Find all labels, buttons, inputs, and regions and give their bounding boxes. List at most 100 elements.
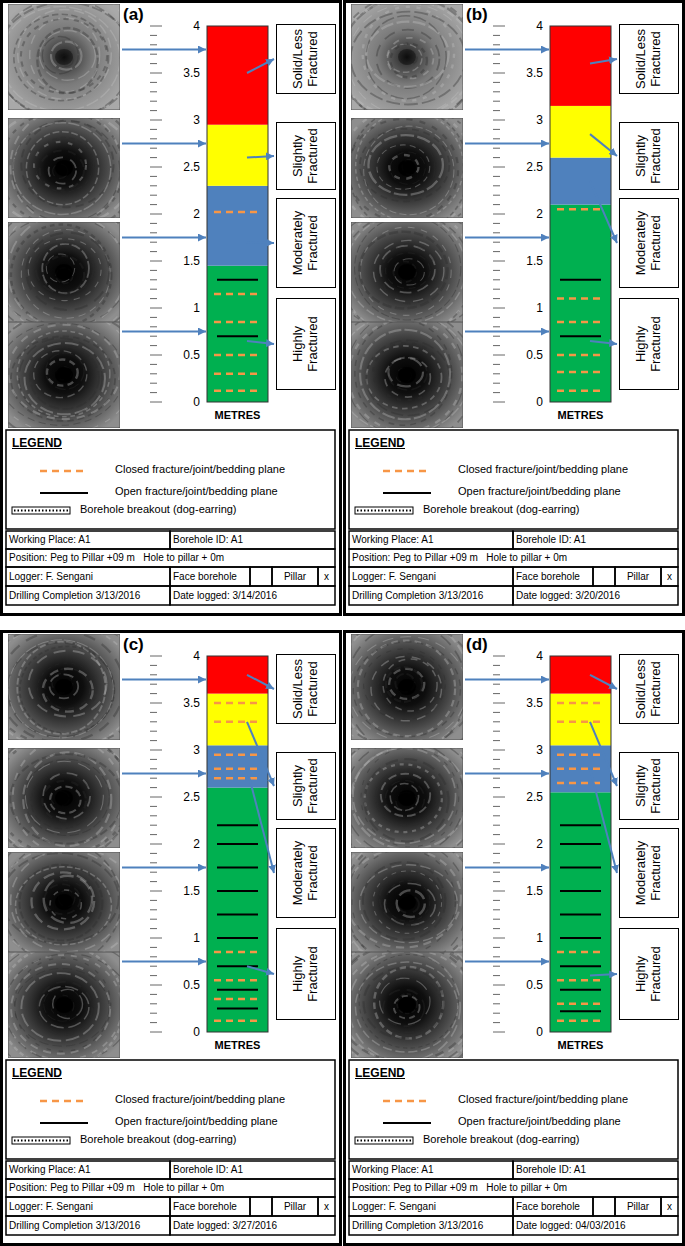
scale-tick: [493, 289, 500, 290]
legend-sample: [357, 1140, 411, 1142]
fracture-zone: [550, 26, 611, 106]
legend-box: [6, 1060, 335, 1159]
scale-tick: [150, 966, 157, 967]
info-cell: Drilling Completion 3/13/2016: [9, 1216, 167, 1235]
borehole-photo: [8, 322, 120, 428]
info-cell: Date logged: 3/14/2016: [173, 586, 332, 605]
closed-fracture: [214, 721, 261, 724]
closed-fracture: [557, 721, 604, 724]
scale-tick: [493, 355, 505, 356]
scale-tick: [493, 120, 505, 121]
fracture-class-box: Solid/Less Fractured: [276, 654, 336, 724]
class-arrow: [590, 769, 617, 873]
info-cell: Borehole ID: A1: [516, 1161, 675, 1179]
fracture-class-label: Solid/Less Fractured: [291, 28, 321, 90]
scale-number: 1: [160, 931, 200, 945]
scale-tick: [150, 345, 157, 346]
closed-fracture: [557, 321, 604, 324]
scale-tick: [493, 712, 500, 713]
scale-tick: [493, 26, 505, 27]
info-cell-border: [170, 1161, 335, 1179]
scale-tick: [493, 82, 500, 83]
scale-number: 0: [160, 1025, 200, 1039]
borehole-photo: [351, 748, 463, 848]
fracture-class-box: Solid/Less Fractured: [276, 24, 336, 94]
fracture-class-label: Solid/Less Fractured: [291, 658, 321, 720]
scale-number: 2.5: [503, 790, 543, 804]
scale-tick: [150, 148, 157, 149]
scale-tick: [493, 44, 500, 45]
scale-tick: [150, 721, 157, 722]
scale-tick: [150, 750, 162, 751]
open-fracture: [217, 989, 258, 991]
panel-frame: (d)Solid/Less FracturedSlightly Fracture…: [343, 630, 685, 1246]
scale-tick: [150, 91, 157, 92]
scale-tick: [493, 665, 500, 666]
class-arrow: [590, 181, 617, 243]
scale-tick: [493, 157, 500, 158]
info-cell-border: [272, 1197, 318, 1216]
panel-label: (c): [123, 635, 144, 655]
scale-tick: [493, 994, 500, 995]
photo-arrow: [465, 961, 549, 963]
fracture-class-box: Highly Fractured: [276, 298, 336, 390]
scale-number: 3.5: [160, 66, 200, 80]
legend-sample: [383, 1100, 431, 1103]
panel-frame: (b)Solid/Less FracturedSlightly Fracture…: [343, 0, 685, 616]
photo-arrow: [465, 773, 549, 775]
info-cell-border: [170, 1197, 250, 1216]
borehole-photo: [8, 748, 120, 848]
fracture-class-label: Slightly Fractured: [634, 126, 664, 186]
legend-text: Borehole breakout (dog-earring): [80, 1133, 237, 1145]
info-cell-border: [272, 567, 318, 586]
legend-text: Borehole breakout (dog-earring): [423, 503, 580, 515]
info-cell-border: [6, 1161, 170, 1179]
fracture-zone: [207, 26, 268, 125]
info-cell: Face borehole: [516, 567, 590, 586]
scale-tick: [150, 731, 157, 732]
scale-tick: [150, 674, 157, 675]
borehole-column: [550, 26, 611, 402]
scale-tick: [150, 63, 157, 64]
scale-tick: [150, 392, 157, 393]
scale-tick: [493, 900, 500, 901]
scale-number: 3.5: [160, 696, 200, 710]
scale-tick: [150, 383, 157, 384]
legend-text: Closed fracture/joint/bedding plane: [115, 1093, 285, 1105]
info-cell-border: [6, 1179, 335, 1197]
scale-tick: [150, 364, 157, 365]
scale-number: 3: [160, 113, 200, 127]
photo-arrow: [122, 237, 206, 239]
fracture-class-label: Highly Fractured: [291, 302, 321, 386]
class-arrow: [247, 675, 274, 689]
scale-tick: [150, 336, 157, 337]
scale-tick: [493, 167, 505, 168]
scale-tick: [150, 1032, 162, 1033]
scale-tick: [150, 129, 157, 130]
scale-tick: [493, 740, 500, 741]
legend-heading: LEGEND: [355, 1066, 405, 1080]
scale-tick: [150, 787, 157, 788]
scale-tick: [493, 204, 500, 205]
scale-number: 1.5: [160, 254, 200, 268]
fracture-class-box: Slightly Fractured: [619, 122, 679, 190]
fracture-zone: [550, 106, 611, 158]
scale-tick: [493, 176, 500, 177]
info-cell: Borehole ID: A1: [516, 531, 675, 549]
info-cell: Pillar: [618, 567, 658, 586]
scale-tick: [150, 195, 157, 196]
photo-arrow: [122, 773, 206, 775]
open-fracture: [560, 335, 601, 337]
scale-tick: [493, 787, 500, 788]
class-arrow: [247, 156, 274, 158]
scale-tick: [150, 120, 162, 121]
info-cell-border: [513, 1161, 678, 1179]
closed-fracture: [557, 208, 604, 211]
info-cell-border: [349, 567, 513, 586]
scale-tick: [150, 665, 157, 666]
photo-arrow: [122, 961, 206, 963]
legend-box: [349, 1060, 678, 1159]
legend-text: Borehole breakout (dog-earring): [423, 1133, 580, 1145]
fracture-class-label: Moderately Fractured: [634, 832, 664, 914]
